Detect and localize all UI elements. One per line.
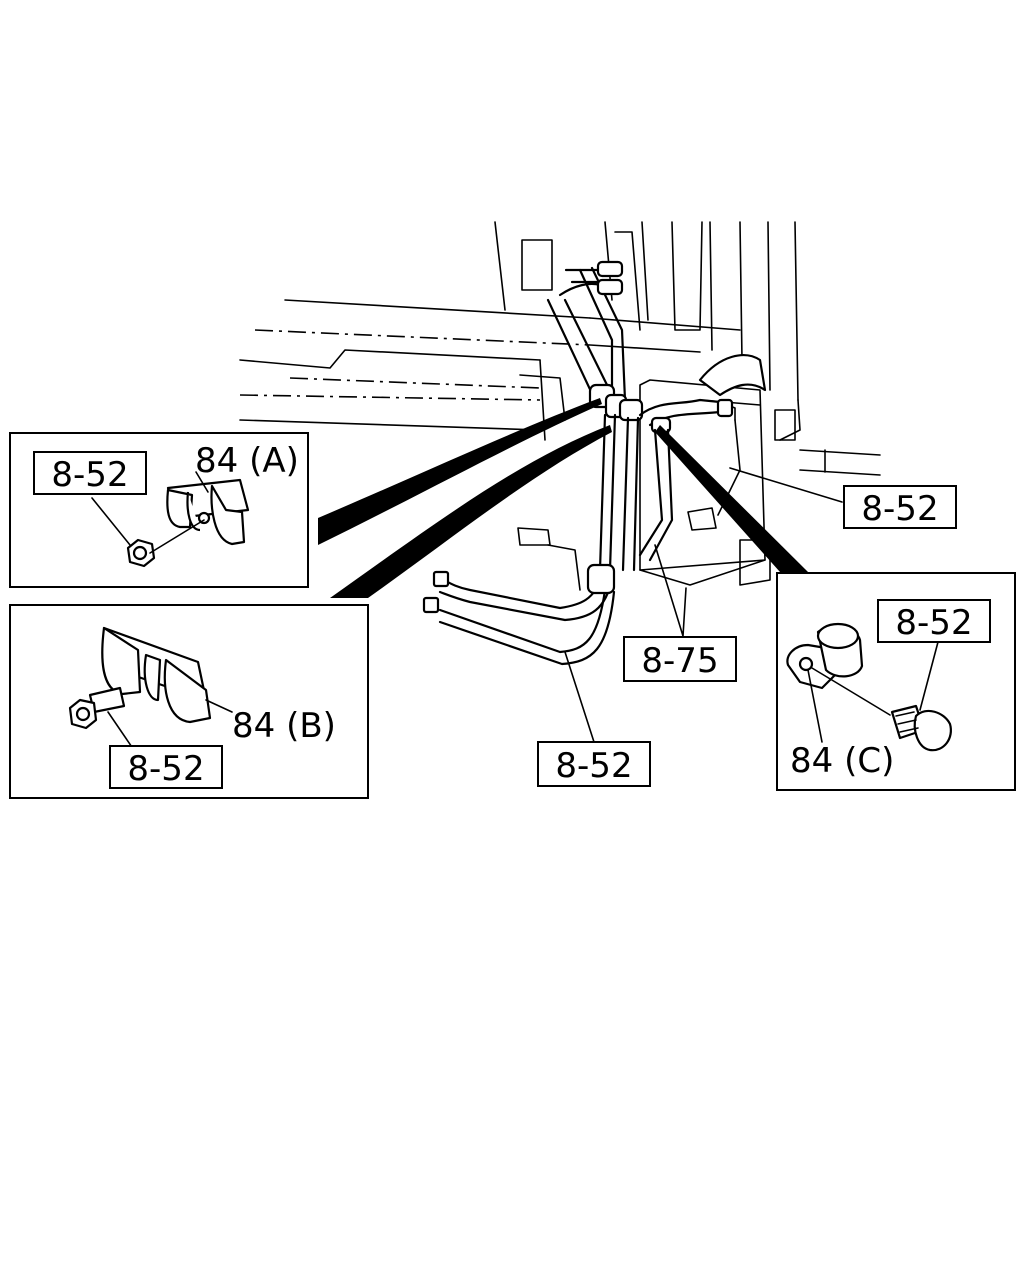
bolt-icon xyxy=(68,686,126,730)
clip-84a-icon xyxy=(166,478,250,546)
svg-text:8-52: 8-52 xyxy=(51,455,128,495)
lower-hoses xyxy=(422,527,616,666)
pointer-wedge-c xyxy=(655,425,808,572)
callout-right-part: 84 (C) xyxy=(790,741,894,781)
intake-pipe xyxy=(698,354,767,397)
callout-left-bottom-ref: 8-52 xyxy=(109,745,223,789)
svg-text:8-52: 8-52 xyxy=(861,489,938,529)
leader-main-bottom xyxy=(564,651,595,743)
pointer-wedge-a xyxy=(318,398,602,545)
callout-main-right-ref: 8-52 xyxy=(843,485,957,529)
callout-left-bottom-part: 84 (B) xyxy=(232,706,336,746)
ac-pipes xyxy=(546,260,741,572)
svg-text:8-75: 8-75 xyxy=(641,641,718,681)
nut-icon xyxy=(126,538,156,568)
frame-rails xyxy=(239,299,741,441)
cab-panels xyxy=(494,221,881,476)
pointer-wedge-b xyxy=(330,425,612,598)
main-assembly xyxy=(239,221,881,743)
callout-main-bottom-ref: 8-52 xyxy=(537,741,651,787)
svg-text:8-52: 8-52 xyxy=(127,749,204,789)
callout-left-top-ref: 8-52 xyxy=(33,451,147,495)
bolt-icon xyxy=(890,704,952,752)
callout-right-ref: 8-52 xyxy=(877,599,991,643)
leader-main-center xyxy=(654,544,687,637)
callout-left-top-part: 84 (A) xyxy=(195,441,299,481)
svg-text:8-52: 8-52 xyxy=(895,603,972,643)
leader-main-right xyxy=(729,467,843,503)
svg-text:8-52: 8-52 xyxy=(555,746,632,786)
callout-main-center-ref: 8-75 xyxy=(623,636,737,682)
